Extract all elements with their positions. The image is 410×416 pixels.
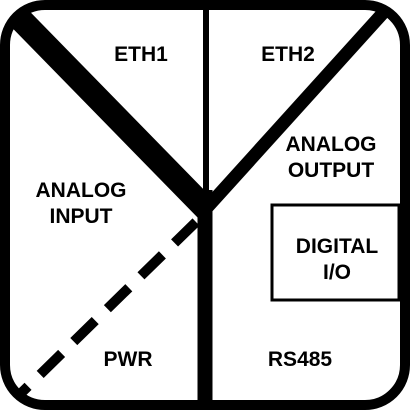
label-rs485: RS485 <box>267 348 333 371</box>
label-pwr: PWR <box>103 348 153 371</box>
label-analog-input: ANALOG INPUT <box>35 179 127 228</box>
dashed-divider <box>6 218 200 405</box>
diagonal-divider-left <box>5 5 216 219</box>
digital-io-box <box>270 203 401 302</box>
label-digital-io: DIGITAL I/O <box>295 235 379 284</box>
label-eth1: ETH1 <box>114 43 168 66</box>
diagonal-divider-right <box>198 5 405 217</box>
label-eth2: ETH2 <box>261 43 315 66</box>
label-analog-output: ANALOG OUTPUT <box>285 133 377 182</box>
